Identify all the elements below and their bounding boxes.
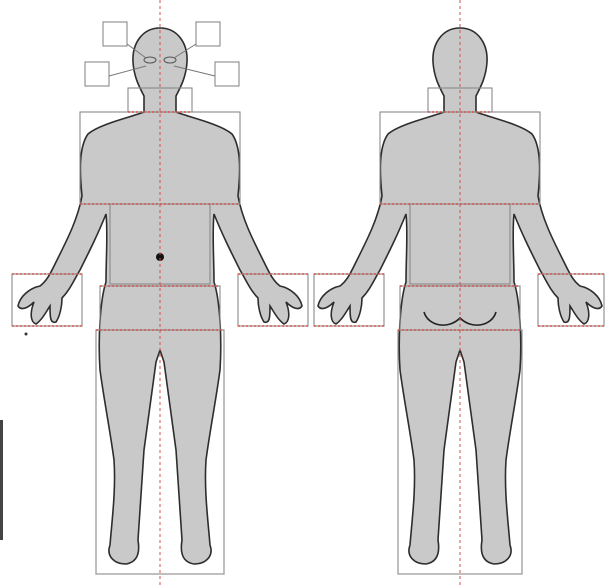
front-forehead-left-box xyxy=(103,22,127,46)
scan-dot xyxy=(25,333,28,336)
front-figure xyxy=(12,0,308,586)
front-cheek-left-box xyxy=(85,62,109,86)
scan-edge-mark xyxy=(0,420,3,540)
front-forehead-right-box xyxy=(196,22,220,46)
back-figure xyxy=(314,0,604,586)
front-cheek-right-box xyxy=(215,62,239,86)
